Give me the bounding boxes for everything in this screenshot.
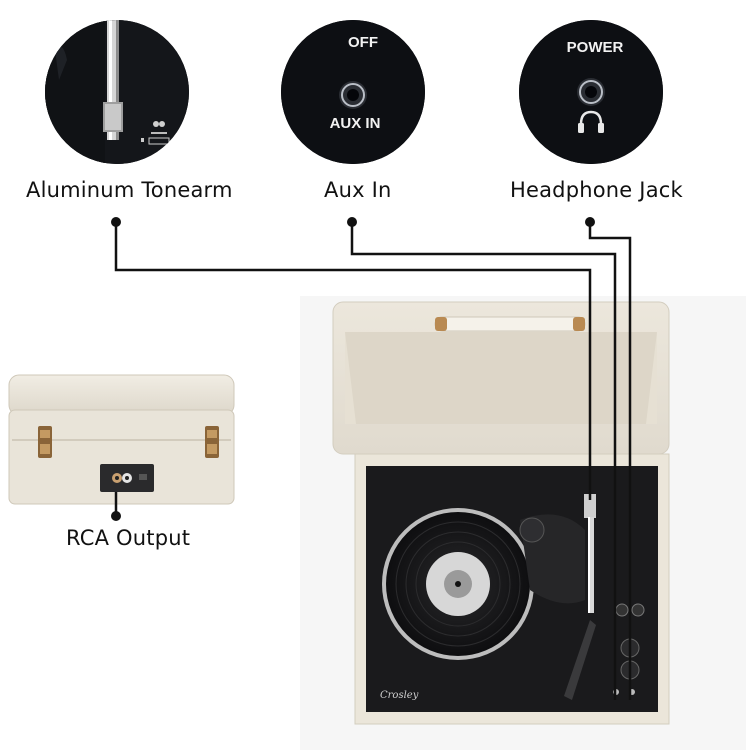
rca-output-label: RCA Output bbox=[66, 526, 191, 550]
callout-dot-icon bbox=[585, 217, 595, 227]
brand-logo: Crosley bbox=[380, 690, 419, 701]
aux-jack-closeup: OFF AUX IN bbox=[281, 20, 425, 164]
tonearm-closeup bbox=[45, 20, 189, 164]
closed-turntable-back bbox=[8, 374, 235, 521]
headphone-callout-circle: POWER bbox=[519, 20, 663, 164]
tonearm-label: Aluminum Tonearm bbox=[26, 178, 233, 202]
aux-in-label: Aux In bbox=[324, 178, 392, 202]
aux-in-callout-circle: OFF AUX IN bbox=[281, 20, 425, 164]
open-turntable: Crosley bbox=[300, 296, 746, 750]
rca-port-panel bbox=[100, 464, 154, 492]
aux-in-text: AUX IN bbox=[330, 115, 381, 132]
headphone-jack-label: Headphone Jack bbox=[510, 178, 683, 202]
callout-dot-icon bbox=[111, 511, 121, 521]
lid-handle bbox=[434, 316, 586, 332]
off-text: OFF bbox=[348, 34, 378, 51]
power-text: POWER bbox=[567, 39, 624, 56]
headphone-icon bbox=[578, 110, 604, 133]
latch-left bbox=[38, 426, 52, 458]
vinyl-record bbox=[382, 508, 534, 660]
headphone-jack-closeup: POWER bbox=[519, 20, 663, 164]
callout-dot-icon bbox=[111, 217, 121, 227]
tonearm bbox=[564, 494, 596, 700]
latch-right bbox=[205, 426, 219, 458]
tonearm-callout-circle bbox=[45, 20, 189, 164]
callout-lines bbox=[114, 222, 632, 700]
callout-dot-icon bbox=[347, 217, 357, 227]
